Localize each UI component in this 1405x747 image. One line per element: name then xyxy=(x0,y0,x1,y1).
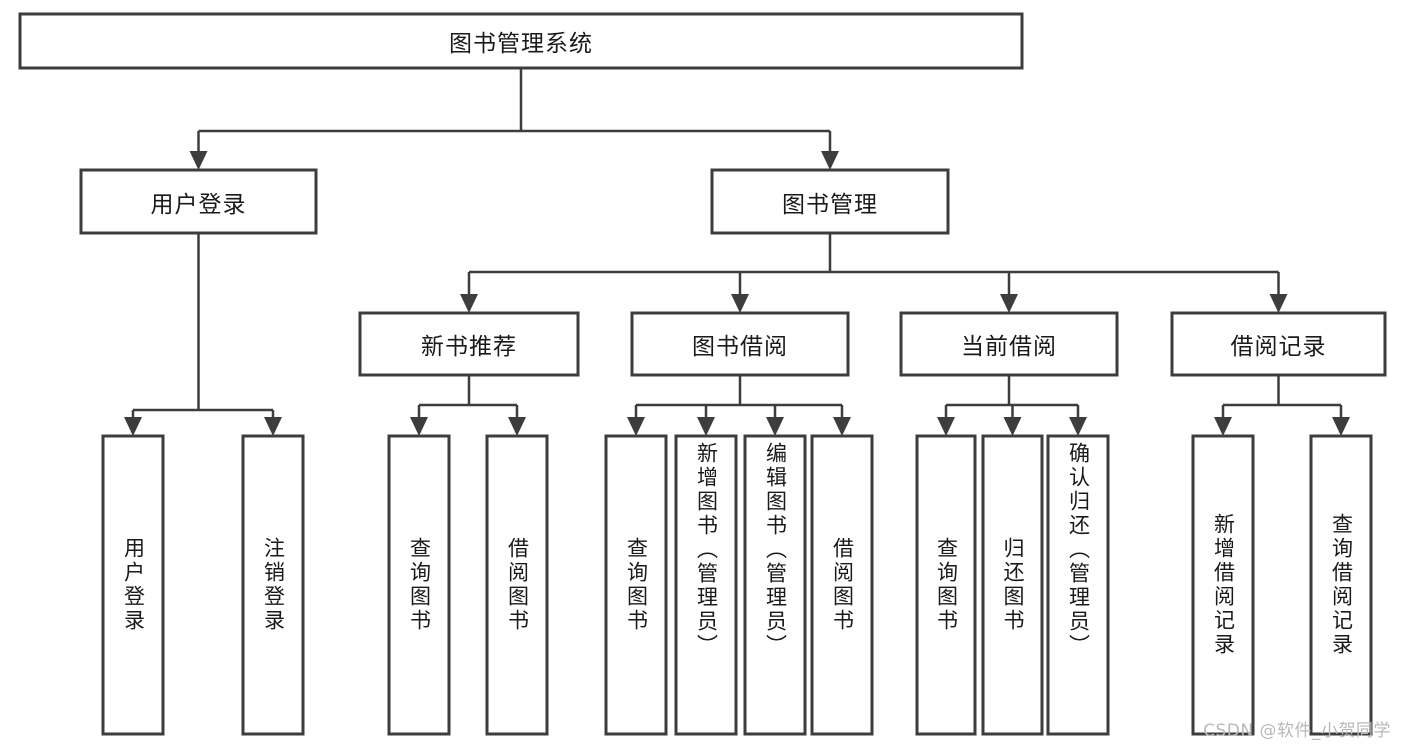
node-box-leaf-confirm-return[interactable] xyxy=(1046,434,1110,736)
edge-arrow-head xyxy=(189,151,208,170)
node-box-leaf-add-record[interactable] xyxy=(1191,434,1255,736)
edge-arrow-head xyxy=(460,294,478,313)
edge-arrow-head xyxy=(627,417,645,436)
edge-arrow-head xyxy=(1332,417,1350,436)
node-box-leaf-edit-book[interactable] xyxy=(743,434,807,736)
edge-arrow-head xyxy=(410,417,428,436)
watermark-text: CSDN @软件_小贺同学 xyxy=(1203,721,1391,741)
edge-arrow-head xyxy=(124,417,142,436)
node-box-user-login[interactable] xyxy=(79,168,318,235)
edge-arrow-head xyxy=(1003,417,1022,436)
edge-arrow-head xyxy=(1000,294,1018,313)
node-box-leaf-return-book[interactable] xyxy=(981,434,1044,736)
node-box-leaf-query-book-3[interactable] xyxy=(915,434,977,736)
node-box-current-borrow[interactable] xyxy=(899,311,1119,377)
node-box-leaf-query-book-1[interactable] xyxy=(387,434,451,736)
edge-arrow-head xyxy=(937,417,955,436)
node-box-book-borrow[interactable] xyxy=(630,311,850,377)
edge-arrow-head xyxy=(833,417,851,436)
edge-arrow-head xyxy=(821,151,839,170)
node-box-leaf-add-book[interactable] xyxy=(674,434,738,736)
node-box-borrow-record[interactable] xyxy=(1170,311,1387,377)
node-box-leaf-query-record[interactable] xyxy=(1309,434,1373,736)
node-box-new-book-recommend[interactable] xyxy=(358,311,580,377)
edge-arrow-head xyxy=(731,294,749,313)
node-box-leaf-borrow-book-2[interactable] xyxy=(810,434,874,736)
edge-arrow-head xyxy=(766,417,784,436)
edge-arrow-head xyxy=(508,417,526,436)
edge-arrow-head xyxy=(697,417,715,436)
edge-arrow-head xyxy=(1069,417,1087,436)
node-box-leaf-query-book-2[interactable] xyxy=(604,434,668,736)
edge-arrow-head xyxy=(1269,294,1288,313)
node-box-root[interactable] xyxy=(18,12,1024,70)
node-box-leaf-borrow-book-1[interactable] xyxy=(485,434,549,736)
node-box-book-manage[interactable] xyxy=(710,168,950,235)
edge-arrow-head xyxy=(264,417,282,436)
node-box-leaf-user-logout[interactable] xyxy=(241,434,305,736)
edge-arrow-head xyxy=(1214,417,1232,436)
node-box-leaf-user-login[interactable] xyxy=(101,434,165,736)
